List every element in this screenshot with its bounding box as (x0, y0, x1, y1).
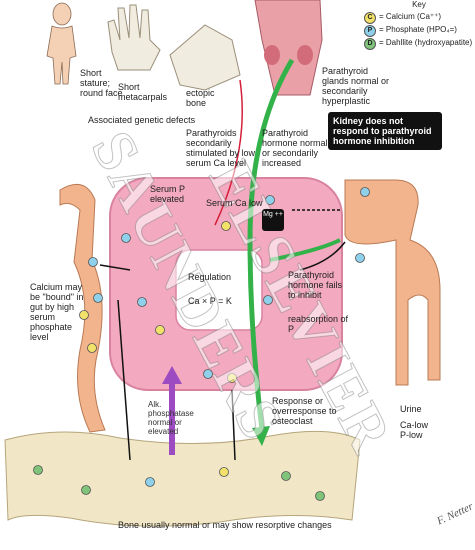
label-short-metacarpals: Short metacarpals (118, 82, 178, 102)
label-associated-defects: Associated genetic defects (88, 115, 288, 125)
bone-tissue (5, 431, 360, 526)
neck-throat (255, 0, 322, 95)
label-calcium-bound: Calcium may be "bound" in gut by high se… (30, 282, 88, 342)
hand-skeleton (108, 5, 160, 70)
legend-item-phosphate: P = Phosphate (HPO₄=) (364, 25, 474, 37)
label-parathyroid-glands: Parathyroid glands normal or secondarily… (322, 66, 396, 106)
label-urine: Urine (400, 404, 440, 414)
mg-badge: Mg ++ (262, 209, 284, 231)
kidney-callout: Kidney does not respond to parathyroid h… (328, 112, 442, 150)
label-urine-values: Ca-low P-low (400, 420, 440, 440)
dahllite-icon: D (364, 38, 376, 50)
legend-item-calcium: C = Calcium (Ca⁺⁺) (364, 12, 474, 24)
label-reabsorption: reabsorption of P (288, 314, 350, 334)
label-serum-p: Serum P elevated (150, 184, 210, 204)
label-regulation: Regulation (188, 272, 258, 282)
phosphate-icon: P (364, 25, 376, 37)
label-serum-ca: Serum Ca low (206, 198, 266, 208)
label-product: Ca × P = K (188, 296, 258, 306)
legend-item-dahllite: D = Dahllite (hydroxyapatite) (364, 38, 474, 50)
calcium-icon: C (364, 12, 376, 24)
label-alk-phosphatase: Alk. phosphatase normal or elevated (148, 400, 200, 436)
label-ectopic-bone: ectopic bone (186, 88, 234, 108)
child-figure (47, 3, 76, 84)
label-bone: Bone usually normal or may show resorpti… (118, 520, 338, 530)
foot-skeleton (170, 25, 240, 90)
label-response: Response or overresponse to osteoclast (272, 396, 352, 426)
label-parathyroids-secondarily: Parathyroids secondarily stimulated by l… (186, 128, 256, 168)
label-pth-normal: Parathyroid hormone normal or secondaril… (262, 128, 334, 168)
legend-title: Key (364, 0, 474, 10)
label-pth-fails: Parathyroid hormone fails to inhibit (288, 270, 348, 300)
legend: Key C = Calcium (Ca⁺⁺) P = Phosphate (HP… (364, 0, 474, 51)
